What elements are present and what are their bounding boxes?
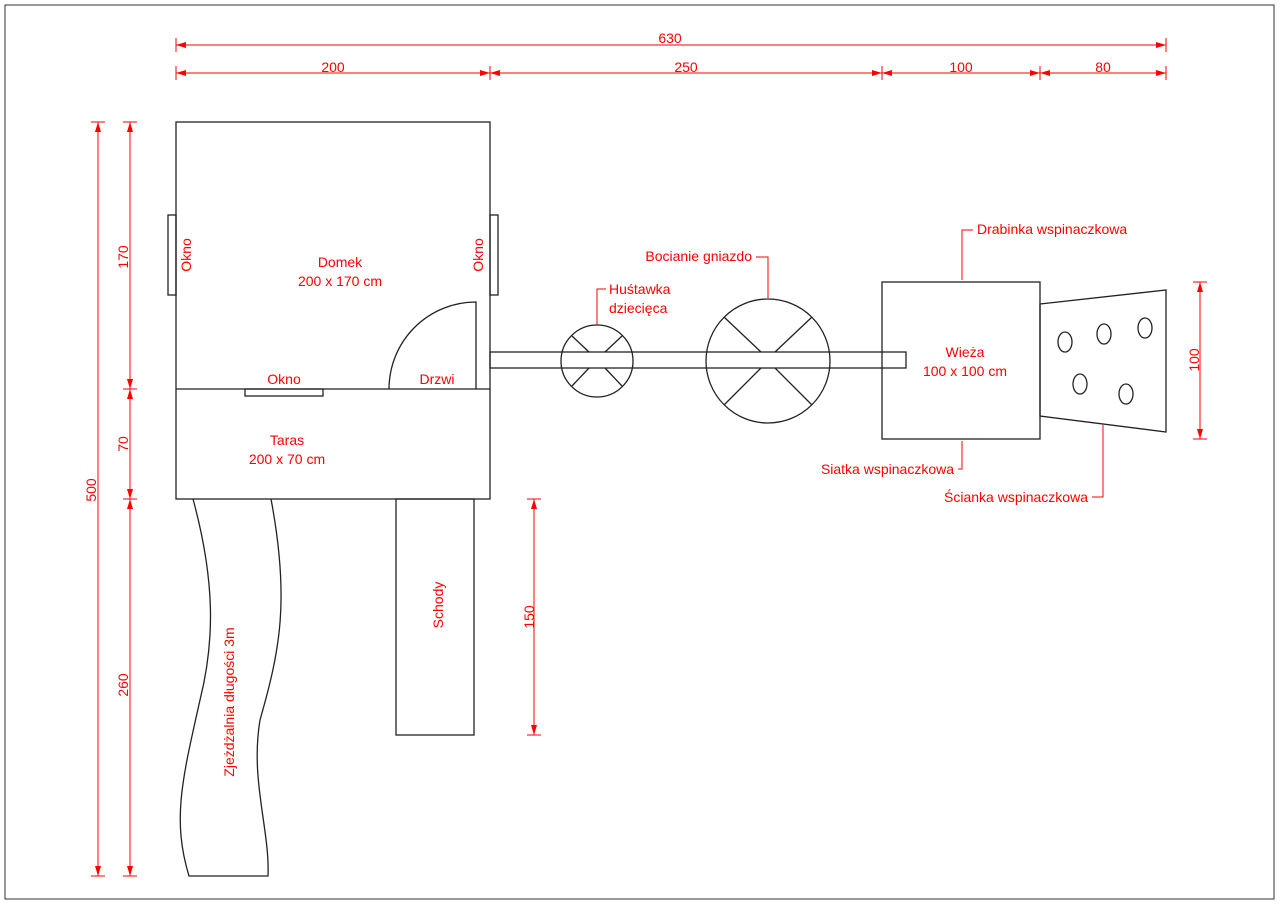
swing-beam: Huśtawka dziecięca Bocianie gniazdo bbox=[489, 248, 907, 424]
left-dimensions: 500 170 70 260 bbox=[83, 121, 137, 877]
slide-label: Zjeżdżalnia długości 3m bbox=[221, 627, 237, 776]
house-size: 200 x 170 cm bbox=[298, 273, 382, 289]
dim-terrace-height: 70 bbox=[115, 436, 131, 452]
stairs: Schody 150 bbox=[395, 498, 541, 736]
terrace-size: 200 x 70 cm bbox=[249, 451, 325, 467]
dim-stairs-length: 150 bbox=[521, 605, 537, 629]
swing-label-1: Huśtawka bbox=[609, 281, 671, 297]
stairs-label: Schody bbox=[430, 582, 446, 629]
door-label: Drzwi bbox=[420, 371, 455, 387]
door bbox=[388, 301, 477, 390]
climbing-wall: 100 bbox=[1039, 281, 1207, 440]
dim-wall-width: 80 bbox=[1095, 59, 1111, 75]
dim-wall-height: 100 bbox=[1186, 348, 1202, 372]
tower-size: 100 x 100 cm bbox=[923, 363, 1007, 379]
window-left bbox=[167, 214, 177, 296]
dim-total-height: 500 bbox=[83, 478, 99, 502]
dim-house-width: 200 bbox=[321, 59, 345, 75]
house: Okno Okno Okno Drzwi Domek 200 x 170 cm … bbox=[167, 121, 499, 500]
window-right-label: Okno bbox=[470, 238, 486, 272]
dim-total-width: 630 bbox=[658, 30, 682, 46]
dim-house-height: 170 bbox=[115, 245, 131, 269]
swing-label-2: dziecięca bbox=[609, 300, 668, 316]
tower: Wieża 100 x 100 cm Drabinka wspinaczkowa… bbox=[821, 221, 1127, 505]
terrace-name: Taras bbox=[270, 432, 304, 448]
net-label: Siatka wspinaczkowa bbox=[821, 461, 954, 477]
slide: Zjeżdżalnia długości 3m bbox=[179, 498, 282, 877]
child-swing bbox=[560, 324, 634, 398]
wall-label: Ścianka wspinaczkowa bbox=[944, 488, 1088, 505]
top-dimensions: 630 200 250 100 80 bbox=[175, 30, 1167, 80]
window-bottom-label: Okno bbox=[267, 371, 301, 387]
dim-slide-height: 260 bbox=[115, 673, 131, 697]
tower-name: Wieża bbox=[946, 344, 985, 360]
house-name: Domek bbox=[318, 254, 363, 270]
dim-beam-length: 250 bbox=[674, 59, 698, 75]
dim-tower-width: 100 bbox=[949, 59, 973, 75]
stork-nest-label: Bocianie gniazdo bbox=[645, 248, 752, 264]
drawing-border bbox=[4, 4, 1275, 900]
window-left-label: Okno bbox=[178, 238, 194, 272]
window-right bbox=[489, 214, 499, 296]
stork-nest-swing bbox=[705, 298, 831, 424]
ladder-label: Drabinka wspinaczkowa bbox=[977, 221, 1127, 237]
window-bottom bbox=[244, 388, 324, 397]
